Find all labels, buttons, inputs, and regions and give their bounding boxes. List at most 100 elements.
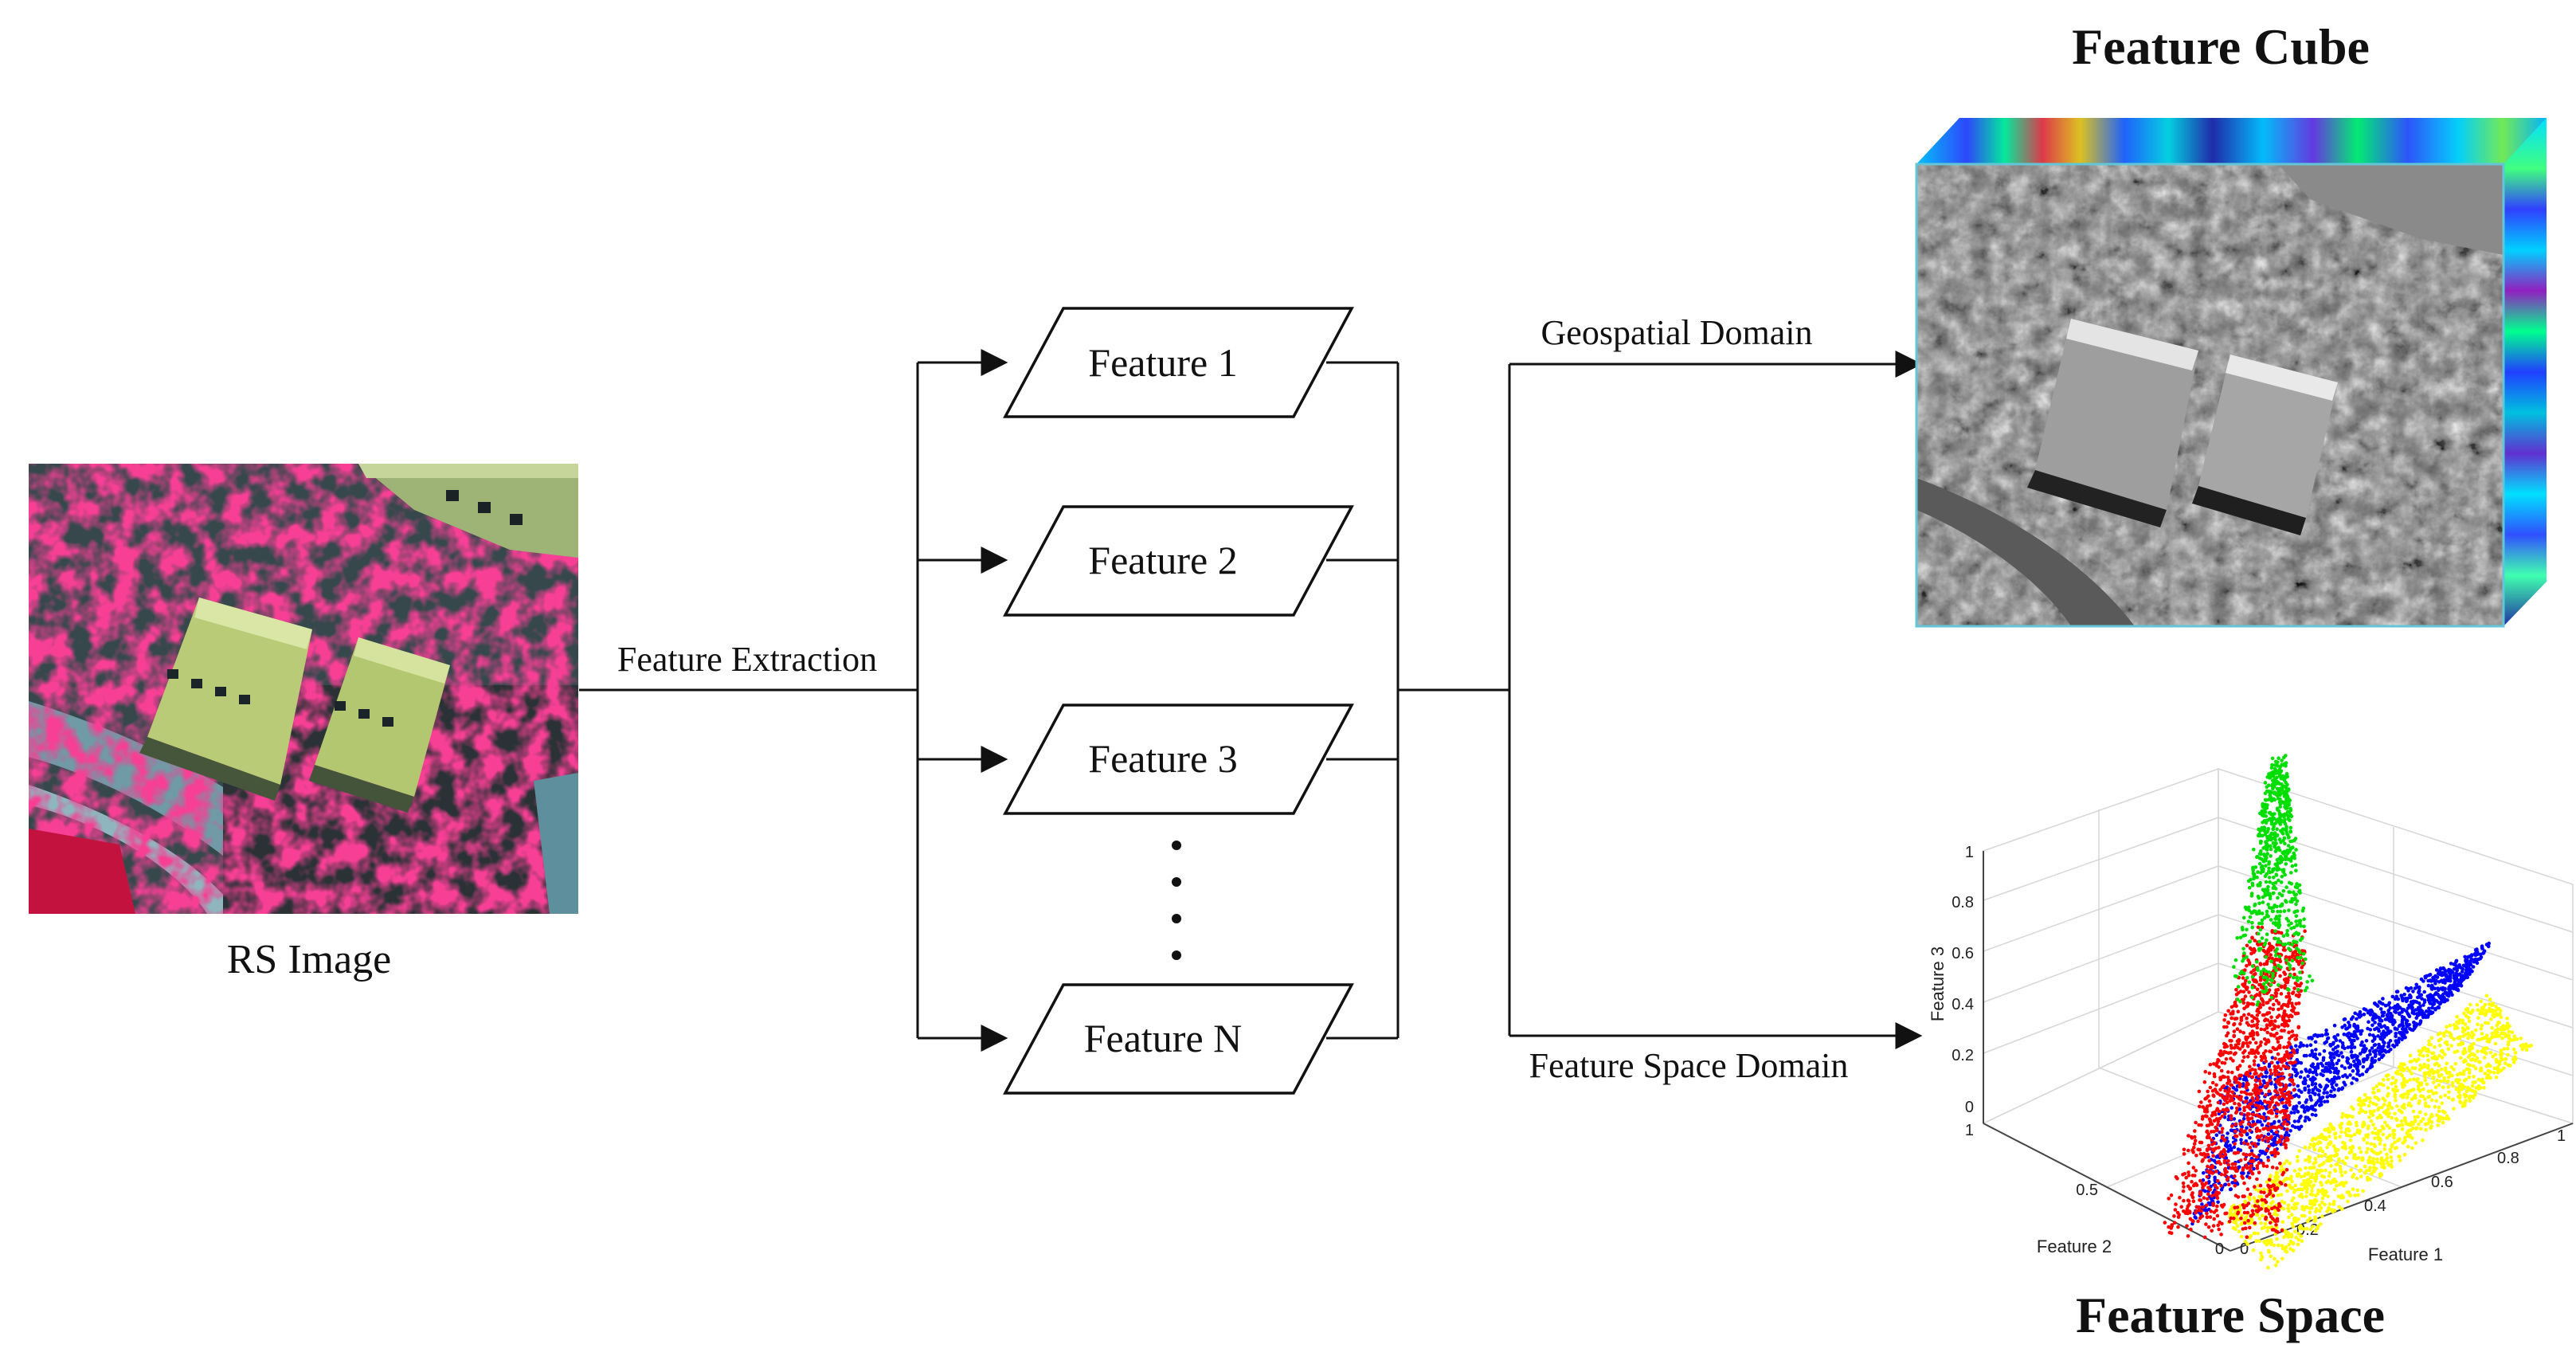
scatter-point [2342,1033,2347,1037]
scatter-point [2400,1021,2405,1026]
scatter-point [2464,1008,2468,1012]
scatter-point [2269,797,2273,801]
scatter-point [2269,1108,2273,1113]
scatter-point [2265,1100,2269,1105]
scatter-point [2418,1021,2422,1025]
scatter-point [2256,1033,2260,1037]
scatter-point [2315,1207,2319,1211]
scatter-point [2226,1162,2230,1167]
scatter-point [2277,812,2282,817]
scatter-point [2292,1111,2296,1115]
scatter-point [2299,989,2304,994]
scatter-point [2288,825,2293,830]
scatter-point [2358,1146,2362,1150]
scatter-point [2467,969,2471,973]
scatter-point [2270,756,2275,761]
scatter-point [2324,1028,2328,1033]
scatter-point [2457,1035,2462,1039]
scatter-point [2401,1068,2406,1073]
scatter-point [2268,1189,2273,1193]
scatter-point [2216,1223,2220,1228]
scatter-point [2304,1226,2309,1231]
scatter-point [2285,1052,2290,1056]
scatter-point [2249,1101,2253,1106]
scatter-point [2280,1220,2285,1224]
scatter-point [2277,797,2280,801]
scatter-point [2331,1127,2335,1131]
scatter-point [2455,1078,2459,1082]
scatter-point [2364,1039,2369,1043]
scatter-point [2277,756,2280,760]
scatter-point [2296,1125,2300,1130]
scatter-point [2299,1115,2303,1119]
scatter-point [2386,1002,2390,1007]
scatter-point [2511,1047,2516,1052]
scatter-point [2186,1211,2190,1216]
scatter-point [2500,1052,2504,1057]
scatter-point [2247,980,2251,985]
scatter-point [2248,1225,2252,1230]
scatter-point [2480,1037,2484,1041]
scatter-point [2358,1052,2363,1056]
scatter-point [2368,1099,2372,1104]
scatter-point [2489,1017,2493,1021]
scatter-point [2210,1193,2214,1198]
scatter-point [2395,990,2400,994]
scatter-point [2277,963,2280,968]
scatter-point [2261,895,2265,899]
scatter-point [2265,912,2269,917]
scatter-point [2222,1025,2226,1029]
scatter-point [2226,1159,2230,1163]
scatter-point [2308,1142,2313,1146]
scatter-point [2288,818,2292,822]
scatter-point [2292,1033,2296,1037]
scatter-point [2380,1054,2385,1058]
scatter-point [2268,880,2272,884]
scatter-point [2212,1094,2216,1098]
scatter-point [2352,1029,2357,1034]
scatter-point [2269,1033,2273,1037]
scatter-point [2317,1203,2322,1208]
scatter-point [2406,1130,2410,1134]
feature-box-3: Feature 3 [1003,704,1354,815]
scatter-point [2255,875,2259,880]
scatter-point [2273,917,2277,921]
scatter-point [2267,876,2272,880]
scatter-point [2203,1189,2207,1193]
scatter-point [2230,1124,2234,1128]
scatter-point [2382,1166,2386,1170]
scatter-point [2425,1053,2429,1057]
scatter-point [2281,1013,2286,1018]
scatter-point [2219,1187,2224,1192]
scatter-point [2292,890,2296,895]
scatter-point [2228,1143,2232,1147]
scatter-point [2251,1002,2256,1006]
scatter-point [2305,1219,2310,1224]
scatter-point [2262,1240,2267,1244]
scatter-point [2402,992,2406,997]
scatter-point [2390,1081,2394,1086]
scatter-point [2287,1209,2291,1213]
scatter-point [2421,1094,2425,1099]
scatter-point [2449,978,2453,983]
scatter-point [2232,1022,2236,1027]
scatter-point [2356,1193,2360,1197]
scatter-point [2300,1213,2304,1218]
scatter-point [2269,1184,2273,1189]
scatter-point [2387,1133,2392,1138]
scatter-point [2261,1203,2265,1207]
scatter-point [2280,1246,2285,1250]
scatter-point [2243,1099,2247,1104]
scatter-point [2466,1026,2470,1030]
scatter-point [2267,1089,2272,1093]
scatter-point [2247,1051,2252,1055]
scatter-point [2354,1026,2359,1030]
scatter-point [2378,1150,2382,1154]
scatter-point [2207,1071,2212,1076]
scatter-point [2201,1178,2206,1182]
scatter-point [2230,1106,2233,1110]
scatter-point [2334,1038,2339,1042]
scatter-point [2482,1050,2487,1054]
scatter-point [2307,1154,2312,1159]
scatter-point [2321,1073,2325,1077]
